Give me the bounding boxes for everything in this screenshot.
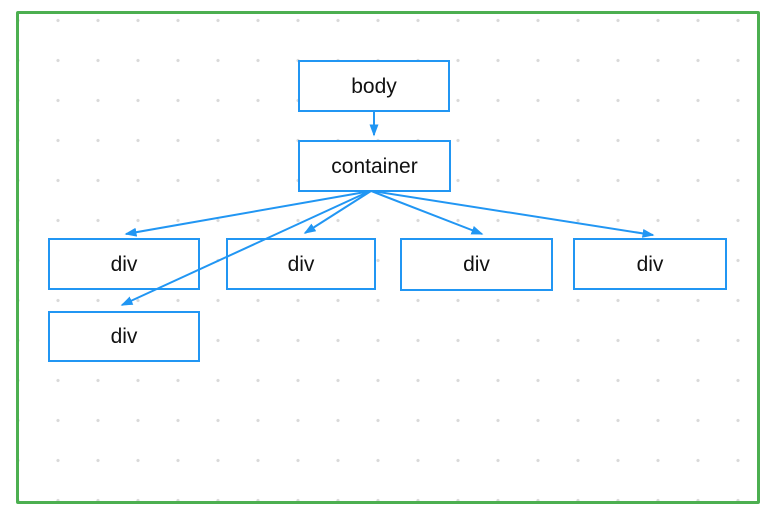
node-div-5-label: div <box>110 325 138 348</box>
node-div-3[interactable]: div <box>400 238 553 291</box>
node-body[interactable]: body <box>298 60 450 112</box>
node-body-label: body <box>351 74 397 98</box>
canvas-frame <box>16 11 760 504</box>
node-div-3-label: div <box>463 253 490 276</box>
node-div-5[interactable]: div <box>48 311 200 362</box>
node-container[interactable]: container <box>298 140 451 192</box>
node-div-4-label: div <box>636 252 664 276</box>
node-container-label: container <box>331 154 418 178</box>
node-div-2-label: div <box>287 252 315 276</box>
node-div-1-label: div <box>110 252 138 276</box>
node-div-2[interactable]: div <box>226 238 376 290</box>
node-div-4[interactable]: div <box>573 238 727 290</box>
node-div-1[interactable]: div <box>48 238 200 290</box>
